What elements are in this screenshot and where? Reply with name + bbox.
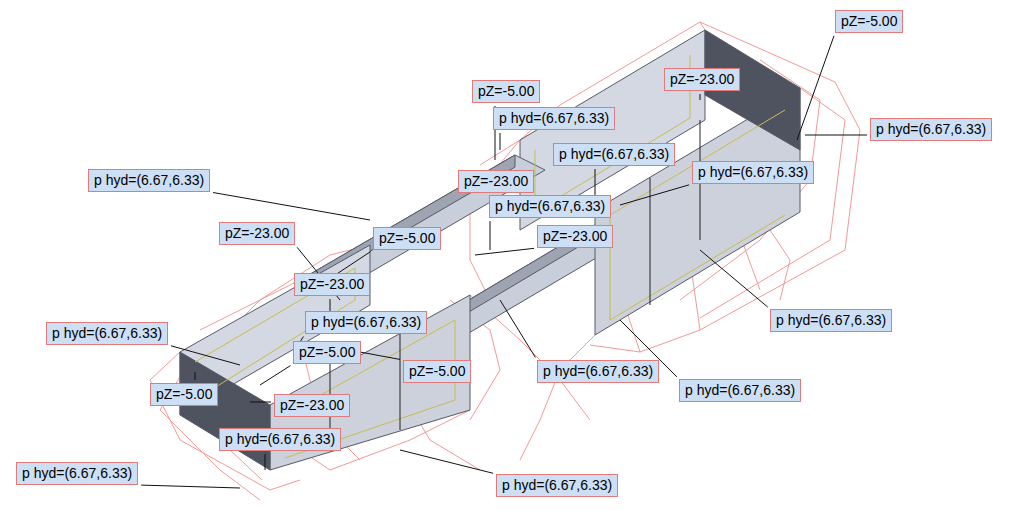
leader-line [141,485,240,488]
load-label: pZ=-5.00 [150,383,218,406]
load-label: pZ=-23.00 [664,68,740,91]
leader-line [265,454,266,470]
load-label: p hyd=(6.67,6.33) [88,169,210,192]
leader-line [171,346,240,365]
load-label: p hyd=(6.67,6.33) [219,428,341,451]
leader-line [797,36,834,140]
load-label: p hyd=(6.67,6.33) [553,143,675,166]
wall-edges [330,120,700,440]
leader-line [400,450,493,473]
load-label: p hyd=(6.67,6.33) [870,118,992,141]
load-label: pZ=-5.00 [835,10,903,33]
load-label: pZ=-5.00 [293,341,361,364]
load-label: pZ=-23.00 [274,394,350,417]
load-label: p hyd=(6.67,6.33) [692,161,814,184]
load-label: pZ=-23.00 [458,170,534,193]
leader-line [500,133,501,150]
pressure-envelope [150,22,860,500]
load-label: p hyd=(6.67,6.33) [493,107,615,130]
load-label: pZ=-5.00 [403,360,471,383]
load-label: pZ=-23.00 [537,225,613,248]
leader-line [475,248,534,255]
load-label: p hyd=(6.67,6.33) [489,195,611,218]
load-label: p hyd=(6.67,6.33) [16,462,138,485]
load-label: pZ=-23.00 [219,222,295,245]
load-label: pZ=-5.00 [472,80,540,103]
leader-line [250,402,271,403]
leader-line [260,366,290,385]
load-label: p hyd=(6.67,6.33) [679,379,801,402]
leader-line [360,352,400,359]
load-label: p hyd=(6.67,6.33) [305,311,427,334]
load-label: p hyd=(6.67,6.33) [770,309,892,332]
leader-line [805,135,867,136]
load-label: p hyd=(6.67,6.33) [46,322,168,345]
load-label: p hyd=(6.67,6.33) [496,474,618,497]
leader-line [700,94,701,100]
leader-line [490,221,491,250]
leader-line [213,193,370,220]
leader-line [195,372,196,380]
leader-line [500,300,535,357]
leader-line [620,185,689,205]
load-label: pZ=-5.00 [373,227,441,250]
leader-line [700,250,768,307]
tank-walls [180,30,800,470]
load-label: p hyd=(6.67,6.33) [537,360,659,383]
load-label: pZ=-23.00 [294,273,370,296]
